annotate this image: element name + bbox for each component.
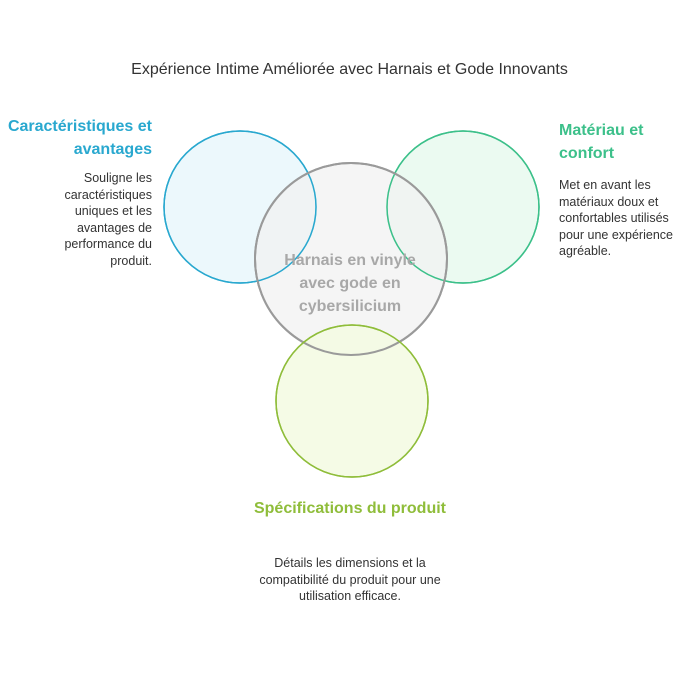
specs-heading: Spécifications du produit (253, 500, 446, 517)
diagram-title: Expérience Intime Améliorée avec Harnais… (131, 61, 568, 78)
circle-material-outline (386, 130, 540, 284)
material-heading: Matériau et confort (559, 122, 644, 162)
features-heading: Caractéristiques et avantages (7, 118, 152, 158)
material-description: Met en avant les matériaux doux et confo… (559, 178, 673, 258)
features-description: Souligne les caractéristiques uniques et… (64, 171, 152, 268)
circle-specs (275, 324, 429, 478)
circle-specs-outline (275, 324, 429, 478)
specs-description: Détails les dimensions et la compatibili… (259, 556, 441, 603)
circle-features-outline (163, 130, 317, 284)
center-label: Harnais en vinyle avec gode en cybersili… (284, 252, 416, 315)
circle-center-outline (254, 162, 448, 356)
